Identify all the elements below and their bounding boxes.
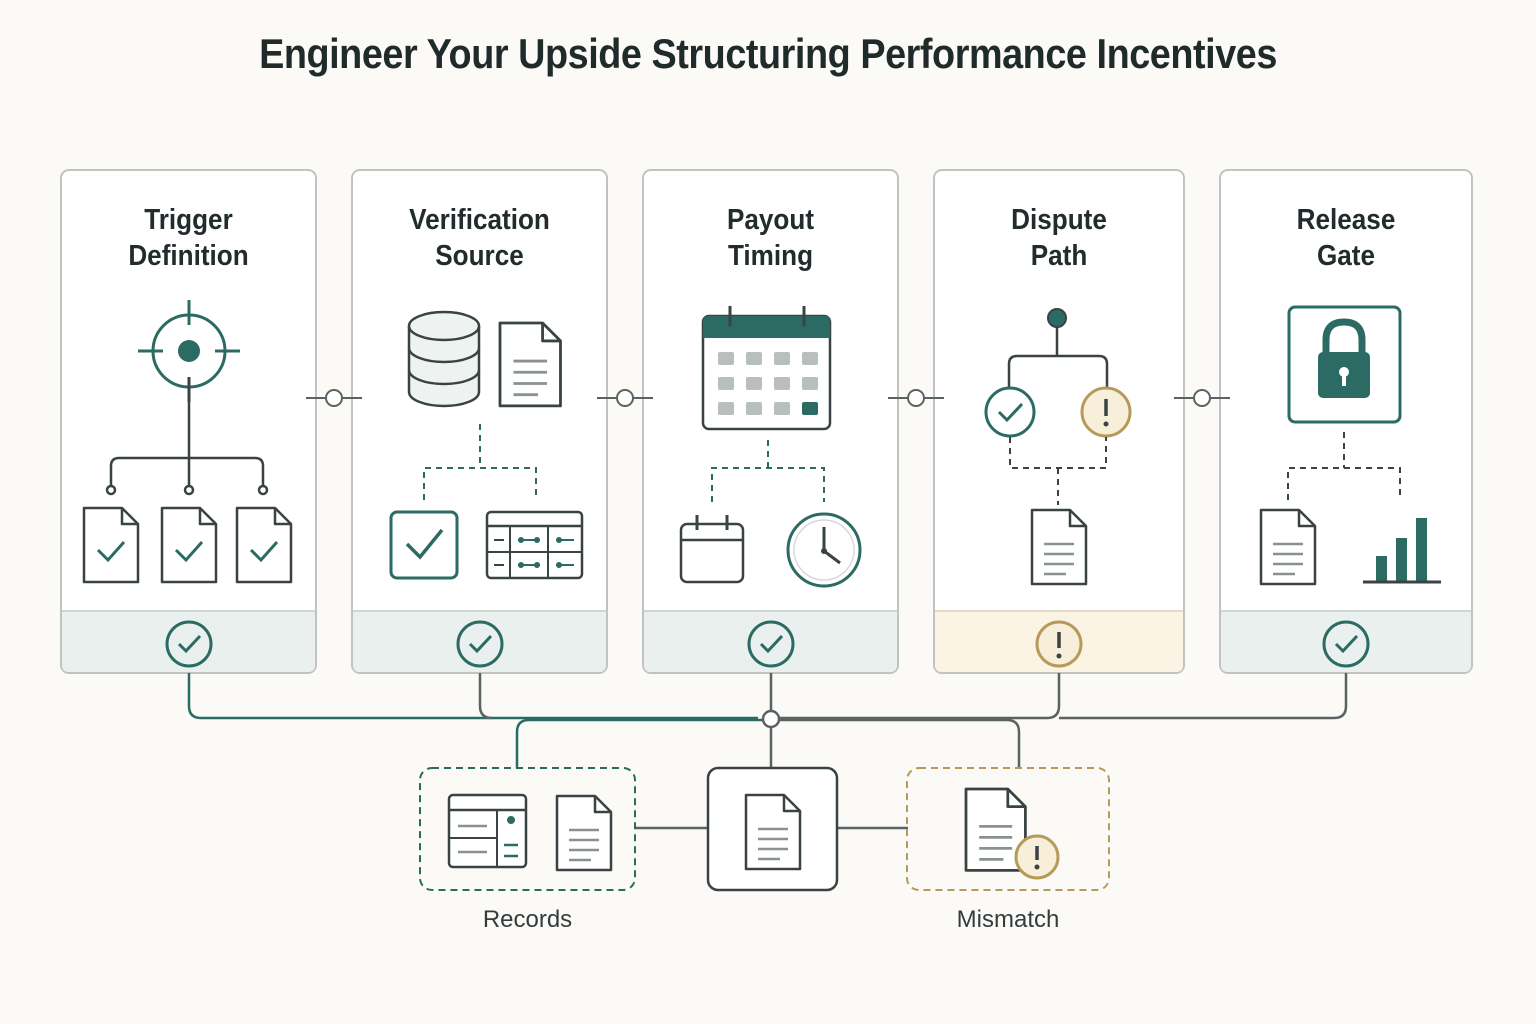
stage-title-line: Payout [726,204,815,236]
trigger-tree [105,402,269,496]
stage-title-payout-timing: Payout Timing [656,202,886,274]
document-icon [498,321,562,408]
document-icon [1030,508,1088,586]
stage-title-line: Source [435,240,524,272]
stage-title-line: Timing [727,240,814,272]
checked-document-icon [82,506,140,584]
clock-icon [786,512,862,588]
database-icon [407,310,481,408]
records-label: Records [482,906,573,933]
branch-icon [1007,308,1109,388]
dispute-tree [1009,437,1107,505]
stage-title-release-gate: Release Gate [1233,202,1460,274]
stage-title-line: Path [1030,240,1088,272]
status-check-icon [1322,620,1370,668]
mismatch-label: Mismatch [956,906,1060,933]
release-tree [1287,432,1401,500]
stage-title-line: Definition [128,240,249,272]
lock-icon [1287,305,1402,424]
document-icon [744,793,802,871]
stage-title-line: Dispute [1011,204,1107,236]
status-check-icon [747,620,795,668]
stage-title-line: Release [1296,204,1396,236]
stage-title-trigger-definition: Trigger Definition [74,202,304,274]
checked-document-icon [235,506,293,584]
status-check-icon [165,620,213,668]
mismatch-box [906,767,1110,891]
stage-title-line: Verification [409,204,550,236]
status-warning-icon [1035,620,1083,668]
verification-tree [423,424,537,500]
card-connectors [306,389,1230,407]
small-calendar-icon [679,515,745,584]
document-icon [555,794,613,872]
warning-circle-icon [1080,386,1132,438]
status-check-icon [456,620,504,668]
central-document-box [706,766,839,892]
bus-lines [187,673,1348,830]
checked-document-icon [160,506,218,584]
checkbox-icon [389,510,459,580]
payout-tree [711,440,825,502]
document-icon [1259,508,1317,586]
check-circle-icon [984,386,1036,438]
crosshair-icon [138,300,240,402]
records-box [419,767,636,891]
calendar-icon [701,306,832,431]
stage-title-line: Trigger [144,204,233,236]
stage-title-line: Gate [1316,240,1376,272]
record-table-icon [447,793,528,869]
stage-title-verification-source: Verification Source [365,202,595,274]
warning-circle-icon [1014,834,1060,880]
table-icon [485,510,584,580]
stage-title-dispute-path: Dispute Path [947,202,1172,274]
page-title: Engineer Your Upside Structuring Perform… [259,30,1277,77]
bar-chart-icon [1363,518,1441,584]
